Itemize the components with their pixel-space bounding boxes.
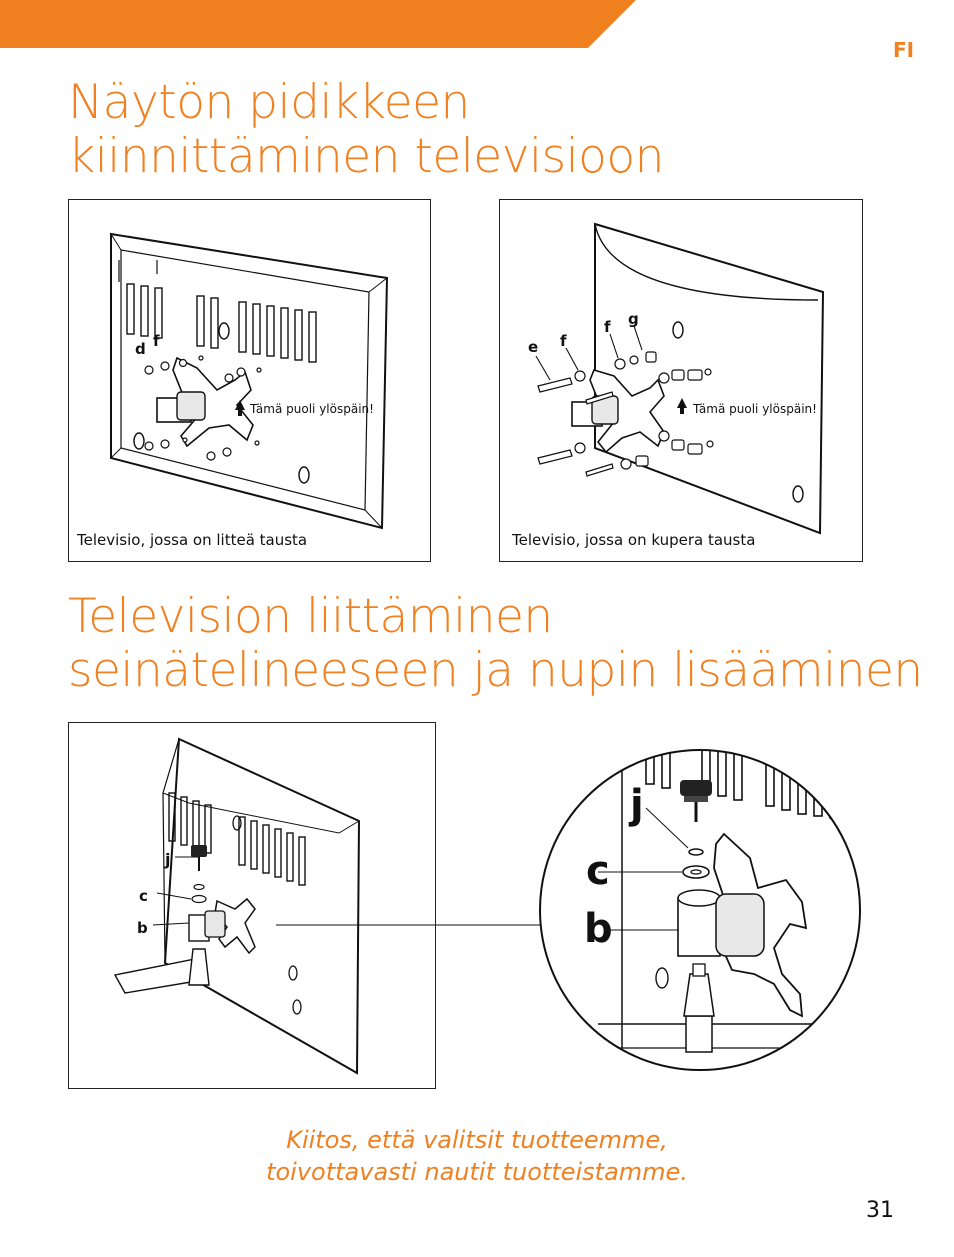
title-line: seinätelineeseen ja nupin lisääminen: [68, 643, 923, 698]
part-label-d: d: [135, 340, 146, 358]
part-label-b: b: [137, 919, 148, 937]
figure-caption: Televisio, jossa on litteä tausta: [77, 531, 308, 549]
thanks-line: Kiitos, että valitsit tuotteemme,: [286, 1126, 668, 1154]
wall-mount-illustration: j c b: [113, 737, 361, 1075]
convex-tv-illustration: e f f g: [528, 222, 825, 535]
title-line: Näytön pidikkeen: [68, 75, 470, 130]
part-label-f: f: [560, 332, 567, 350]
title-line: Television liittäminen: [68, 589, 553, 644]
part-label-c: c: [139, 887, 148, 905]
detail-zoom-circle: j c b: [538, 748, 862, 1072]
flat-tv-illustration: d f: [110, 232, 389, 530]
figure-caption: Televisio, jossa on kupera tausta: [512, 531, 756, 549]
this-side-up-note: Tämä puoli ylöspäin!: [250, 402, 374, 416]
part-label-g: g: [628, 310, 639, 328]
page-number: 31: [866, 1198, 894, 1223]
section-title-wall-mount-knob: Television liittäminen seinätelineeseen …: [68, 590, 923, 698]
figure-convex-back-tv: e f f g Tämä puoli ylöspäin! Televisio, …: [499, 199, 863, 562]
language-code: FI: [893, 38, 915, 62]
thank-you-message: Kiitos, että valitsit tuotteemme, toivot…: [0, 1124, 954, 1188]
part-label-b: b: [584, 906, 613, 952]
this-side-up-note: Tämä puoli ylöspäin!: [693, 402, 817, 416]
part-label-e: e: [528, 338, 538, 356]
part-label-f-2: f: [604, 318, 611, 336]
thanks-line: toivottavasti nautit tuotteistamme.: [266, 1158, 688, 1186]
part-label-c: c: [586, 848, 610, 894]
title-line: kiinnittäminen televisioon: [68, 129, 664, 184]
figure-wall-mount-assembly: j c b: [68, 722, 436, 1089]
section-title-mount-bracket: Näytön pidikkeen kiinnittäminen televisi…: [68, 76, 664, 184]
part-label-j: j: [164, 850, 170, 869]
part-label-f: f: [153, 332, 160, 350]
header-banner: [0, 0, 636, 48]
part-label-j: j: [628, 782, 644, 828]
figure-flat-back-tv: d f Tämä puoli ylöspäin! Televisio, joss…: [68, 199, 431, 562]
